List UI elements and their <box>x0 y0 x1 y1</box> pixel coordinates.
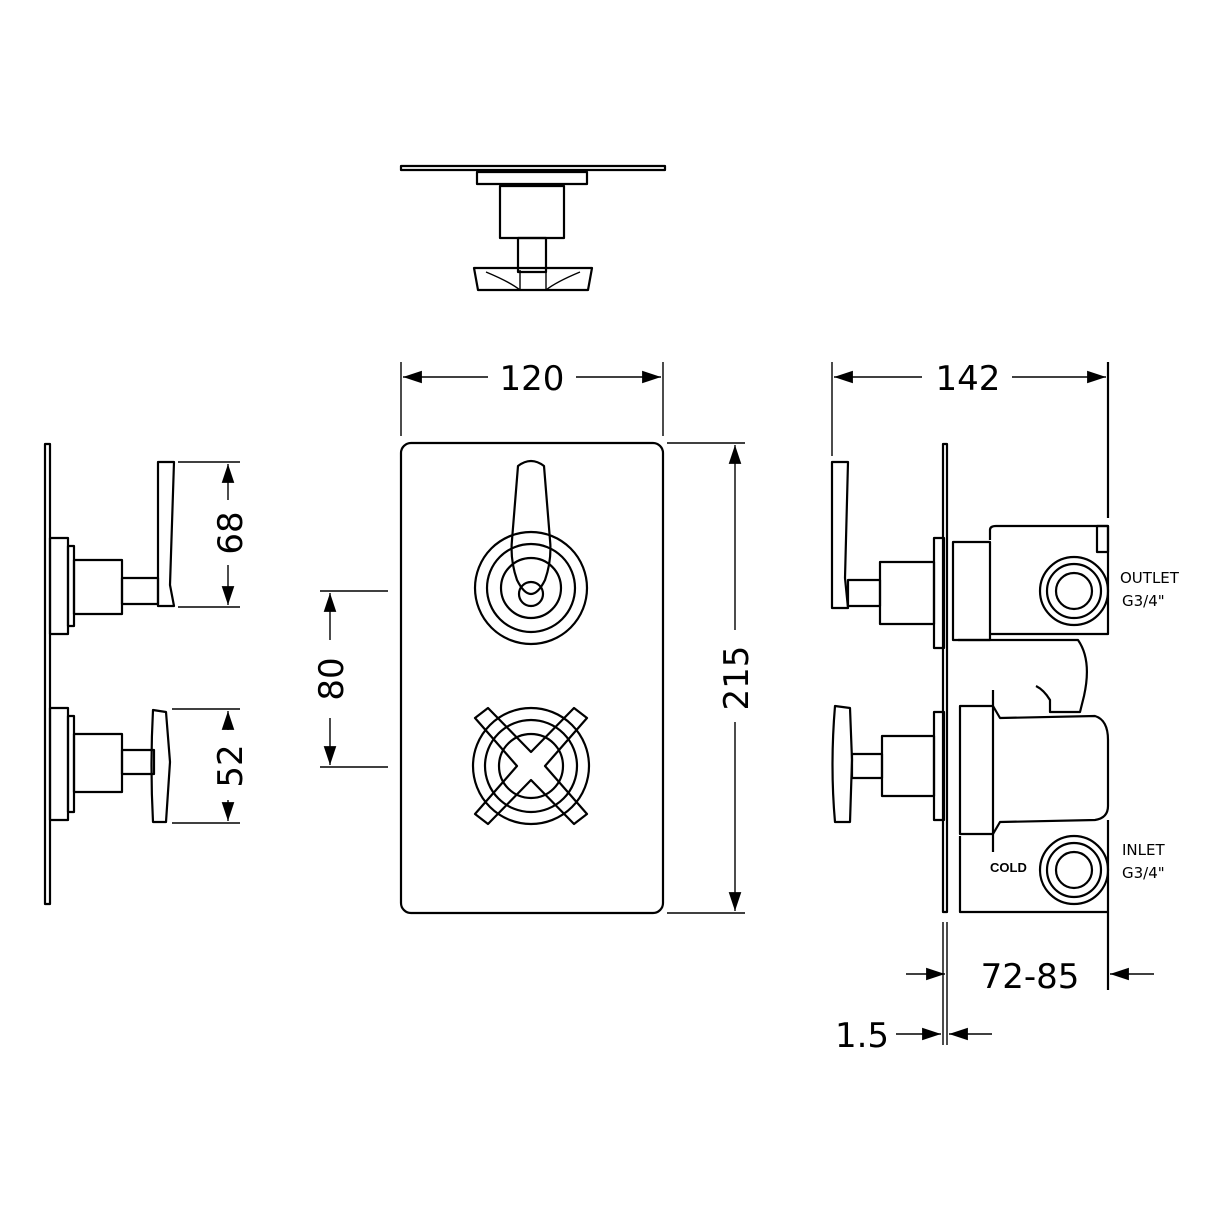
centres-value: 80 <box>312 657 352 700</box>
dimension-lever-height: 68 <box>178 461 251 608</box>
cross-handle-front <box>471 706 591 826</box>
dimension-wall-depth: 72-85 <box>906 922 1154 1045</box>
height-value: 215 <box>717 646 757 711</box>
lever-handle-front <box>473 459 589 646</box>
width-value: 120 <box>500 359 565 399</box>
dimension-handle-height: 52 <box>172 708 251 824</box>
dimension-plate-thickness: 1.5 <box>835 922 992 1056</box>
inlet-label: INLET <box>1122 841 1165 859</box>
front-view <box>399 441 665 915</box>
top-view <box>399 164 667 292</box>
outlet-label: OUTLET <box>1120 569 1180 587</box>
right-side-view: OUTLET G3/4" INLET G3/4" COLD <box>830 362 1180 990</box>
left-side-view <box>43 442 176 906</box>
wall-depth-value: 72-85 <box>981 957 1080 997</box>
handle-height-value: 52 <box>211 744 251 787</box>
inlet-size-label: G3/4" <box>1122 864 1165 882</box>
dimension-depth: 142 <box>831 359 1106 456</box>
dimension-height: 215 <box>667 442 757 914</box>
dimension-width: 120 <box>400 359 664 436</box>
cold-label: COLD <box>990 860 1027 875</box>
dimension-centres: 80 <box>312 590 388 768</box>
plate-thickness-value: 1.5 <box>835 1016 889 1056</box>
lever-height-value: 68 <box>211 511 251 554</box>
outlet-size-label: G3/4" <box>1122 592 1165 610</box>
depth-value: 142 <box>936 359 1001 399</box>
